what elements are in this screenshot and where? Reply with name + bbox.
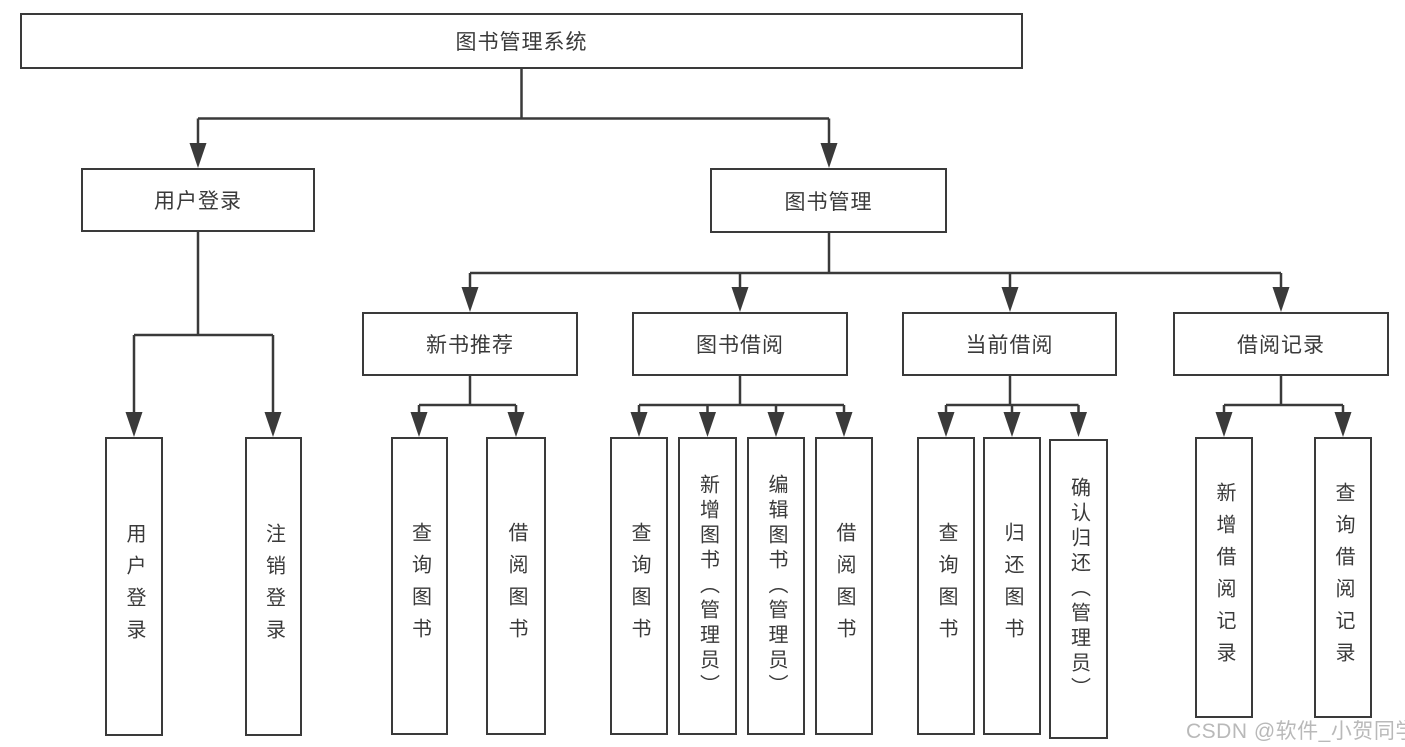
leaf-add-borrow-record: 新增借阅记录 xyxy=(1195,437,1253,718)
leaf-label: 新增图书（管理员） xyxy=(696,473,719,699)
arrowheads xyxy=(125,118,1352,437)
node-label: 图书管理系统 xyxy=(455,31,588,54)
node-label: 当前借阅 xyxy=(965,334,1054,357)
leaf-confirm-return-admin: 确认归还（管理员） xyxy=(1049,439,1108,739)
node-borrowing-records: 借阅记录 xyxy=(1173,312,1389,376)
leaf-borrow-books-recommend: 借阅图书 xyxy=(486,437,546,735)
node-label: 新书推荐 xyxy=(426,334,514,357)
leaf-label: 查询图书 xyxy=(408,522,431,650)
leaf-label: 查询借阅记录 xyxy=(1332,481,1354,674)
node-current-borrowing: 当前借阅 xyxy=(902,312,1117,376)
leaf-label: 借阅图书 xyxy=(505,522,527,650)
watermark: CSDN @软件_小贺同学 xyxy=(1186,720,1405,743)
leaf-query-books-current: 查询图书 xyxy=(917,437,975,735)
leaf-label: 确认归还（管理员） xyxy=(1067,476,1090,702)
leaf-user-login: 用户登录 xyxy=(105,437,163,736)
leaf-label: 归还图书 xyxy=(1001,522,1023,650)
leaf-query-books-borrowing: 查询图书 xyxy=(610,437,668,735)
leaf-borrow-books-borrowing: 借阅图书 xyxy=(815,437,873,735)
leaf-logout: 注销登录 xyxy=(245,437,302,736)
node-book-management: 图书管理 xyxy=(710,168,947,233)
leaf-label: 借阅图书 xyxy=(833,522,855,650)
leaf-label: 新增借阅记录 xyxy=(1213,481,1235,674)
leaf-label: 用户登录 xyxy=(123,522,145,651)
leaf-query-books-recommend: 查询图书 xyxy=(391,437,448,735)
leaf-label: 查询图书 xyxy=(628,522,650,650)
leaf-add-book-admin: 新增图书（管理员） xyxy=(678,437,737,735)
leaf-label: 查询图书 xyxy=(935,522,957,650)
node-user-login: 用户登录 xyxy=(81,168,315,232)
leaf-label: 编辑图书（管理员） xyxy=(765,473,787,699)
leaf-label: 注销登录 xyxy=(262,522,285,651)
leaf-edit-book-admin: 编辑图书（管理员） xyxy=(747,437,805,735)
node-book-borrowing: 图书借阅 xyxy=(632,312,848,376)
leaf-return-book: 归还图书 xyxy=(983,437,1041,735)
node-new-book-recommendation: 新书推荐 xyxy=(362,312,578,376)
node-label: 用户登录 xyxy=(154,190,242,213)
node-label: 借阅记录 xyxy=(1237,334,1325,357)
node-library-management-system: 图书管理系统 xyxy=(20,13,1023,69)
leaf-query-borrow-record: 查询借阅记录 xyxy=(1314,437,1372,718)
node-label: 图书管理 xyxy=(784,190,873,214)
node-label: 图书借阅 xyxy=(696,334,784,357)
